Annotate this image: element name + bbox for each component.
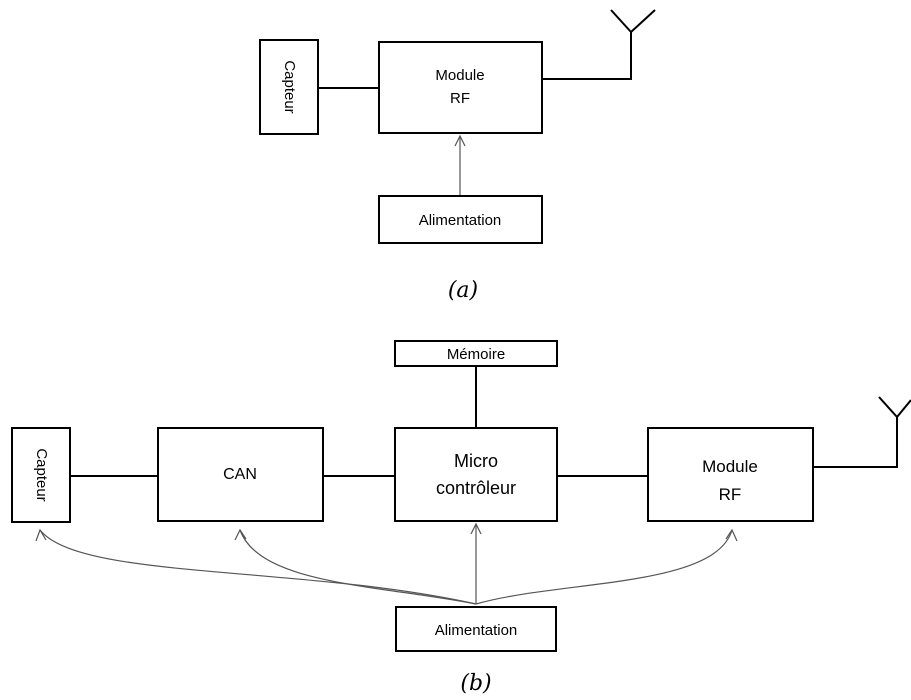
b-power-label: Alimentation [435, 622, 518, 639]
b-memory-box [394, 340, 558, 367]
b-adc-box [157, 427, 324, 522]
antenna-icon [878, 396, 911, 418]
b-adc-label: CAN [223, 466, 257, 483]
b-power-to-adc-curve [239, 529, 477, 605]
a-antenna-feed [542, 32, 632, 80]
b-caption: (b) [460, 671, 491, 696]
b-antenna-feed [813, 417, 898, 468]
diagram-b: Mémoire Capteur CAN Micro contrôleur Mod… [11, 340, 911, 696]
b-power-to-rf-curve [475, 529, 733, 605]
a-caption: (a) [448, 278, 478, 303]
a-power-box [378, 195, 543, 244]
antenna-icon [610, 9, 656, 33]
b-rf-module-box [647, 427, 814, 522]
arrow-head-icon [234, 528, 247, 541]
b-rf-module-label-line2: RF [719, 485, 742, 504]
b-sensor-box [11, 427, 71, 523]
arrow-head-icon [454, 134, 466, 147]
a-rf-module-box [378, 41, 543, 134]
arrow-head-icon [470, 522, 482, 535]
a-rf-module-label-line2: RF [450, 90, 470, 107]
b-power-box [395, 606, 557, 652]
b-power-distribution [35, 522, 738, 605]
b-sensor-label: Capteur [33, 448, 50, 501]
b-rf-module-label-line1: Module [702, 457, 758, 476]
a-sensor-label: Capteur [281, 60, 298, 113]
diagram-a: Capteur Module RF Alimentation (a) [259, 9, 656, 303]
b-power-to-sensor-curve [39, 529, 477, 605]
arrow-head-icon [35, 528, 47, 542]
b-mcu-box [394, 427, 558, 522]
b-mcu-label-line1: Micro [454, 451, 498, 471]
b-mcu-label-line2: contrôleur [436, 478, 516, 498]
b-memory-label: Mémoire [447, 346, 505, 363]
arrow-head-icon [725, 528, 738, 542]
a-power-label: Alimentation [419, 212, 502, 229]
a-rf-module-label-line1: Module [435, 67, 484, 84]
a-sensor-box [259, 39, 319, 135]
